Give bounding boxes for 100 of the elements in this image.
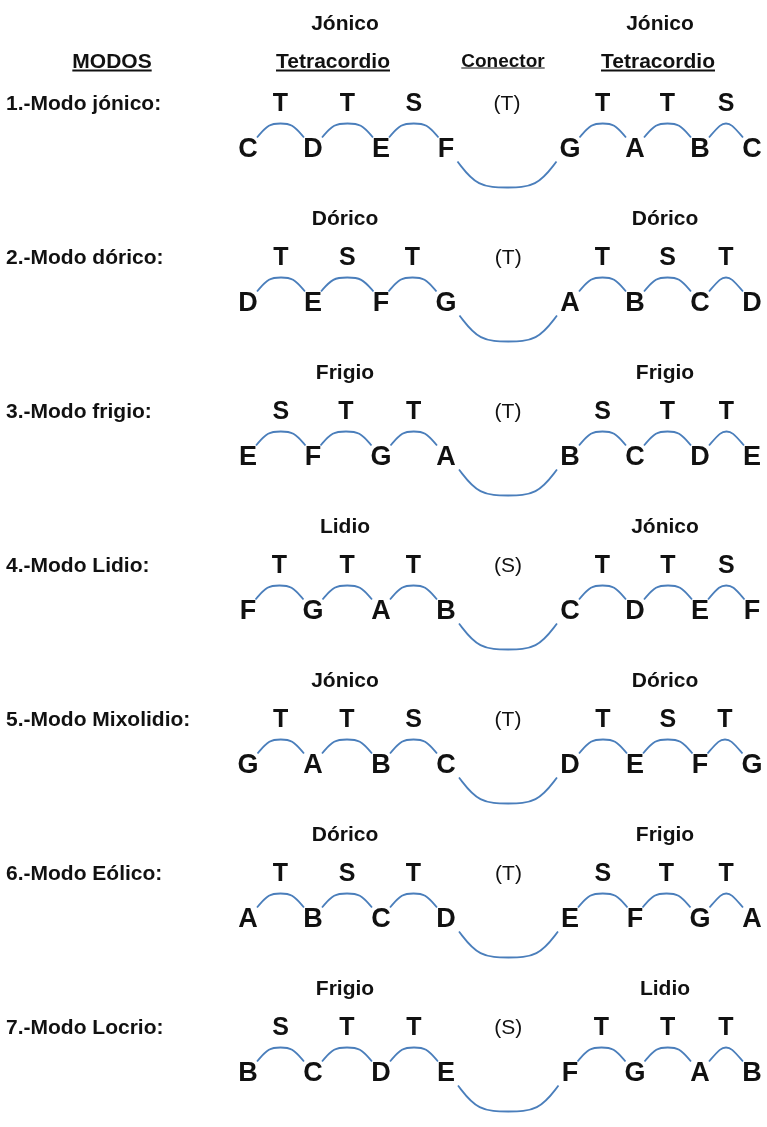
- note-letter: F: [625, 904, 645, 932]
- interval-arc: [389, 892, 438, 909]
- note-letter: B: [370, 750, 392, 778]
- interval-arc: [389, 1046, 439, 1063]
- note-letter: E: [371, 134, 391, 162]
- connector-arc: [457, 1084, 560, 1113]
- note-letter: F: [436, 134, 456, 162]
- interval-arc: [254, 584, 305, 601]
- note-letter: C: [624, 442, 646, 470]
- note-letter: C: [370, 904, 392, 932]
- note-letter: F: [742, 596, 762, 624]
- note-letter: D: [302, 134, 324, 162]
- interval-arc: [389, 584, 438, 601]
- note-letter: C: [559, 596, 581, 624]
- interval-arc: [576, 1046, 627, 1063]
- interval-arc: [388, 122, 440, 139]
- interval-arc: [256, 738, 305, 755]
- interval-arc: [321, 1046, 373, 1063]
- note-letter: F: [371, 288, 391, 316]
- note-letter: D: [370, 1058, 392, 1086]
- interval-arc: [319, 430, 373, 447]
- note-letter: F: [560, 1058, 580, 1086]
- note-letter: A: [559, 288, 581, 316]
- note-letter: B: [435, 596, 457, 624]
- mode-name: 3.-Modo frigio:: [6, 399, 152, 421]
- note-letter: A: [741, 904, 763, 932]
- note-letter: B: [559, 442, 581, 470]
- interval-arc: [387, 276, 438, 293]
- interval-arc: [578, 430, 627, 447]
- note-letter: F: [238, 596, 258, 624]
- interval-arc: [321, 584, 373, 601]
- note-letter: E: [690, 596, 710, 624]
- tetrachord-name: Frigio: [315, 976, 375, 998]
- note-letter: B: [741, 1058, 763, 1086]
- tetrachord-name: Frigio: [635, 822, 695, 844]
- tetrachord-name: Jónico: [626, 11, 694, 33]
- mode-name: 4.-Modo Lidio:: [6, 553, 150, 575]
- tetrachord-name: Jónico: [311, 11, 379, 33]
- note-letter: F: [303, 442, 323, 470]
- note-letter: D: [435, 904, 457, 932]
- interval-arc: [256, 892, 305, 909]
- tetrachord-name: Lidio: [319, 514, 371, 536]
- interval-arc: [641, 892, 692, 909]
- note-letter: C: [689, 288, 711, 316]
- tetrachord-name: Jónico: [311, 668, 379, 690]
- note-letter: A: [237, 904, 259, 932]
- interval-arc: [643, 1046, 692, 1063]
- note-letter: G: [301, 596, 325, 624]
- note-letter: C: [302, 1058, 324, 1086]
- tetrachord-name: Lidio: [639, 976, 691, 998]
- interval-arc: [708, 122, 744, 139]
- interval-arc: [578, 584, 627, 601]
- interval-arc: [707, 584, 746, 601]
- note-letter: E: [303, 288, 323, 316]
- mode-name: 6.-Modo Eólico:: [6, 861, 163, 883]
- interval-arc: [643, 584, 693, 601]
- connector-arc: [458, 314, 558, 343]
- interval-arc: [578, 738, 628, 755]
- tetrachord-name: Frigio: [635, 360, 695, 382]
- interval-arc: [708, 1046, 744, 1063]
- note-letter: G: [558, 134, 582, 162]
- interval-arc: [256, 1046, 305, 1063]
- note-letter: G: [369, 442, 393, 470]
- note-letter: G: [434, 288, 458, 316]
- note-letter: D: [624, 596, 646, 624]
- interval-arc: [321, 738, 373, 755]
- interval-arc: [321, 122, 374, 139]
- note-letter: B: [624, 288, 646, 316]
- note-letter: B: [302, 904, 324, 932]
- connector-arc: [458, 930, 559, 959]
- column-header: MODOS: [72, 49, 152, 71]
- note-letter: E: [742, 442, 762, 470]
- note-letter: G: [688, 904, 712, 932]
- interval-arc: [578, 122, 627, 139]
- note-letter: A: [302, 750, 324, 778]
- note-letter: D: [559, 750, 581, 778]
- interval-arc: [256, 122, 305, 139]
- connector-arc: [458, 468, 558, 497]
- interval-arc: [320, 276, 375, 293]
- column-header: Conector: [461, 50, 545, 70]
- note-letter: C: [237, 134, 259, 162]
- interval-arc: [706, 738, 744, 755]
- note-letter: A: [624, 134, 646, 162]
- tetrachord-name: Dórico: [311, 822, 379, 844]
- tetrachord-name: Dórico: [631, 668, 699, 690]
- note-letter: A: [435, 442, 457, 470]
- note-letter: G: [236, 750, 260, 778]
- note-letter: D: [689, 442, 711, 470]
- interval-arc: [577, 892, 629, 909]
- interval-arc: [643, 430, 692, 447]
- note-letter: E: [560, 904, 580, 932]
- interval-arc: [708, 276, 744, 293]
- note-letter: F: [690, 750, 710, 778]
- note-letter: B: [689, 134, 711, 162]
- tetrachord-name: Jónico: [631, 514, 699, 536]
- note-letter: C: [741, 134, 763, 162]
- interval-arc: [389, 430, 438, 447]
- interval-arc: [256, 276, 306, 293]
- connector-arc: [458, 776, 558, 805]
- interval-arc: [642, 738, 694, 755]
